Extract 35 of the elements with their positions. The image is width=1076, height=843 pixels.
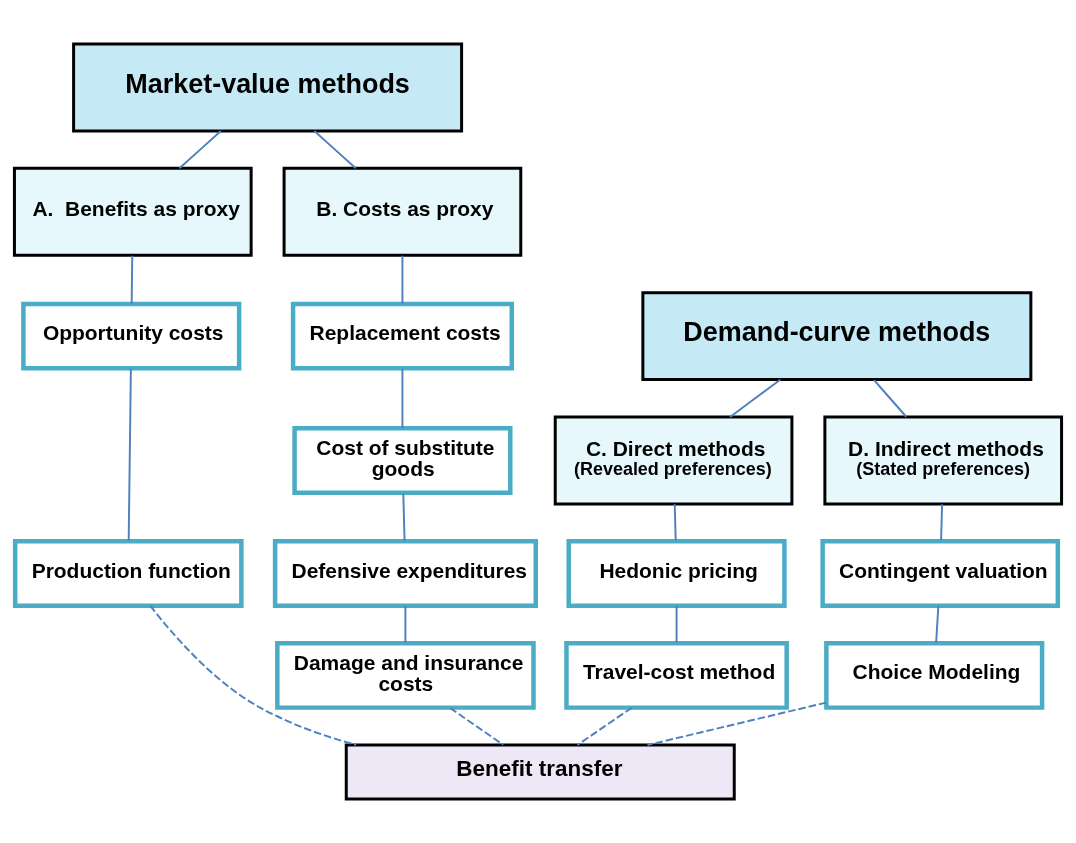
connector xyxy=(401,254,404,305)
node-box: A. Benefits as proxy xyxy=(12,166,253,257)
connector xyxy=(449,707,505,746)
connector xyxy=(675,604,678,644)
connector xyxy=(130,254,134,305)
connector xyxy=(178,130,222,170)
connector xyxy=(402,492,406,543)
node-box: Demand-curve methods xyxy=(641,291,1033,382)
node-box: Market-value methods xyxy=(72,42,464,133)
connector xyxy=(404,604,407,644)
connector xyxy=(873,379,908,418)
connector xyxy=(576,706,633,746)
node-box: Replacement costs xyxy=(290,301,515,371)
node-box: Choice Modeling xyxy=(824,640,1045,710)
connector xyxy=(313,130,357,170)
node-box: Damage and insurance costs xyxy=(275,640,536,710)
connector xyxy=(149,604,358,746)
connector xyxy=(729,378,782,418)
connector xyxy=(127,367,132,542)
node-box: Benefit transfer xyxy=(344,743,736,801)
node-box: B. Costs as proxy xyxy=(282,166,523,257)
connector xyxy=(940,503,944,542)
connector xyxy=(401,367,404,430)
node-box: Defensive expenditures xyxy=(272,539,538,608)
node-box: Cost of substitute goods xyxy=(292,426,513,495)
node-box: C. Direct methods (Revealed preferences) xyxy=(553,415,794,506)
node-box: Hedonic pricing xyxy=(566,539,787,608)
connector xyxy=(673,503,677,542)
node-box: Contingent valuation xyxy=(820,539,1061,608)
connector xyxy=(935,604,940,644)
connector xyxy=(646,701,828,747)
node-box: Opportunity costs xyxy=(21,301,242,371)
node-box: Travel-cost method xyxy=(564,640,789,710)
node-box: D. Indirect methods (Stated preferences) xyxy=(823,415,1064,506)
node-box: Production function xyxy=(12,539,244,608)
